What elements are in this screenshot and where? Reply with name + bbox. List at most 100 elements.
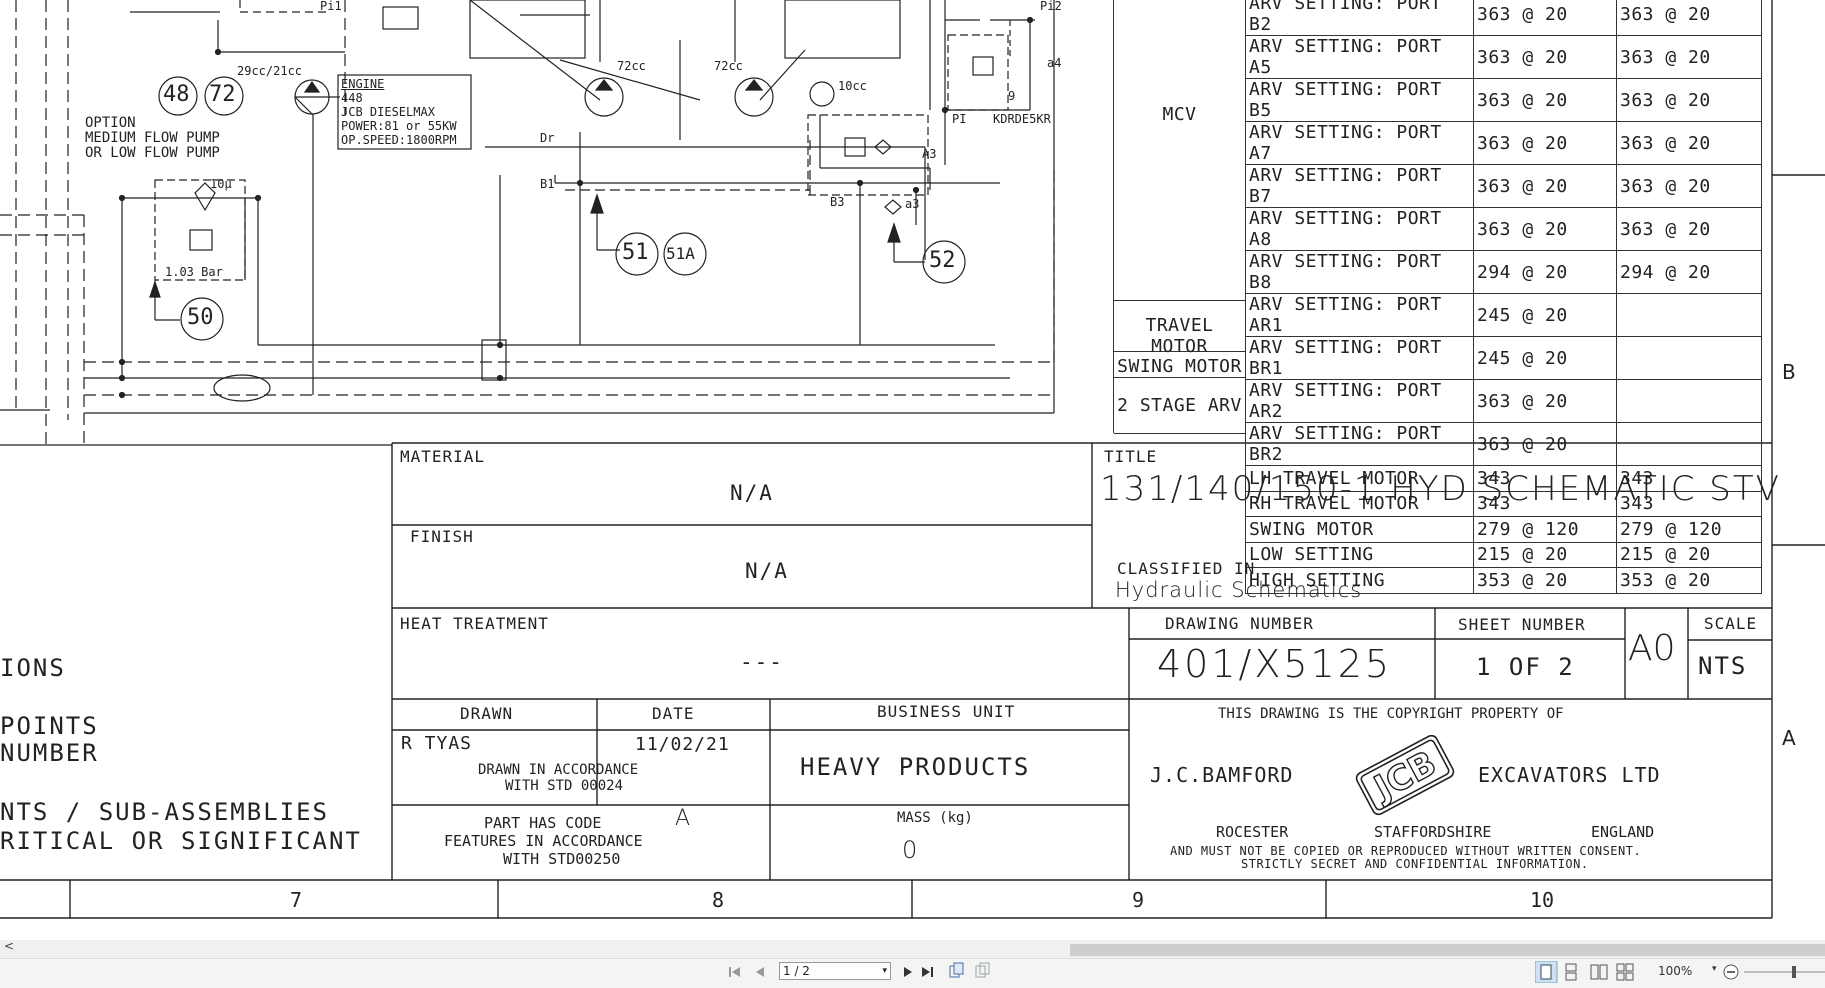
balloon-50: 50 (187, 305, 214, 330)
drawing-sheet: Pi1 Pi2 a4 9 PI KDRDE5KR 29cc/21cc 72cc … (0, 0, 1825, 920)
option-note-line2: MEDIUM FLOW PUMP (85, 130, 220, 146)
arv-row-description: ARV SETTING: PORT B5 (1245, 78, 1474, 122)
scale-value: NTS (1698, 652, 1748, 680)
left-note-line2: POINTS (0, 712, 99, 740)
zoom-slider-handle[interactable] (1792, 966, 1796, 978)
first-page-icon[interactable] (729, 967, 740, 977)
title-label: TITLE (1104, 447, 1158, 466)
finish-value: N/A (745, 559, 789, 583)
grid-col-8: 8 (712, 888, 725, 912)
arv-row-value-1: 363 @ 20 (1473, 121, 1617, 165)
arv-row-description: SWING MOTOR (1245, 516, 1474, 543)
view-mode-icons (1535, 961, 1634, 983)
accordance-line1: DRAWN IN ACCORDANCE (478, 762, 639, 778)
arv-row-value-1: 245 @ 20 (1473, 336, 1617, 380)
zoom-level[interactable]: 100% (1658, 964, 1693, 978)
b1-port-label: B1 (540, 177, 555, 191)
location-town: ROCESTER (1216, 823, 1289, 841)
arv-row-description: ARV SETTING: PORT B8 (1245, 250, 1474, 294)
option-note-line3: OR LOW FLOW PUMP (85, 145, 220, 161)
zoom-dropdown-icon[interactable]: ▾ (1712, 964, 1717, 974)
engine-box-title: ENGINE (341, 77, 385, 91)
arv-row-value-2: 294 @ 20 (1616, 250, 1762, 294)
prev-page-icon[interactable] (756, 967, 764, 977)
next-page-icon[interactable] (904, 967, 912, 977)
arv-row-description: HIGH SETTING (1245, 567, 1474, 594)
jcb-logo: JCB (1350, 730, 1460, 820)
page-number-input[interactable]: 1 / 2 ▾ (779, 962, 891, 980)
horizontal-scrollbar-thumb[interactable] (1070, 944, 1825, 956)
arv-row-value-2: 363 @ 20 (1616, 164, 1762, 208)
balloon-48: 48 (163, 82, 190, 107)
arv-row-description: ARV SETTING: PORT A8 (1245, 207, 1474, 251)
kdrde-label: KDRDE5KR (993, 112, 1051, 126)
page-dropdown-icon[interactable]: ▾ (882, 966, 887, 976)
engine-box-line3: POWER:81 or 55KW (341, 119, 457, 133)
facing-continuous-icon[interactable] (1616, 963, 1634, 981)
arv-row-value-2: 363 @ 20 (1616, 207, 1762, 251)
arv-row-value-2: 343 (1616, 465, 1762, 492)
zoom-out-icon[interactable] (1723, 964, 1739, 980)
arv-row-description: LOW SETTING (1245, 541, 1474, 568)
grid-row-b: B (1782, 360, 1796, 384)
displacement-label-72a: 72cc (617, 59, 646, 73)
engine-box-line4: OP.SPEED:1800RPM (341, 133, 457, 147)
arv-row-description: ARV SETTING: PORT B2 (1245, 0, 1474, 36)
arv-row-value-2: 363 @ 20 (1616, 78, 1762, 122)
company-name-left: J.C.BAMFORD (1150, 763, 1294, 787)
material-label: MATERIAL (400, 447, 486, 466)
grid-col-10: 10 (1530, 888, 1555, 912)
arv-row-description: ARV SETTING: PORT AR2 (1245, 379, 1474, 423)
engine-box-line2: JCB DIESELMAX (341, 105, 435, 119)
pi2-label: Pi2 (1040, 0, 1062, 13)
arv-row-value-2: 353 @ 20 (1616, 567, 1762, 594)
continuous-view-icon[interactable] (1565, 963, 1577, 981)
arv-row-description: ARV SETTING: PORT A5 (1245, 35, 1474, 79)
material-value: N/A (730, 481, 774, 505)
arv-row-value-2 (1616, 336, 1762, 380)
arv-row-value-1: 363 @ 20 (1473, 422, 1617, 466)
scale-label: SCALE (1704, 614, 1758, 633)
pi-label: PI (952, 112, 967, 126)
last-page-icon[interactable] (922, 967, 933, 977)
part-code-value: A (675, 806, 691, 831)
drawing-title: 131/140/150-1 HYD SCHEMATIC STV (1100, 469, 1781, 509)
arv-row-value-1: 343 (1473, 465, 1617, 492)
paste-page-icon[interactable] (975, 962, 990, 978)
part-code-line2: FEATURES IN ACCORDANCE (444, 832, 643, 850)
facing-view-icon[interactable] (1590, 964, 1608, 980)
arv-row-description: ARV SETTING: PORT BR1 (1245, 336, 1474, 380)
pi1-label: Pi1 (320, 0, 342, 13)
arv-row-value-1: 363 @ 20 (1473, 164, 1617, 208)
copyright-line: THIS DRAWING IS THE COPYRIGHT PROPERTY O… (1218, 706, 1564, 722)
arv-row-value-2 (1616, 422, 1762, 466)
drawn-label: DRAWN (460, 704, 514, 723)
arv-row-value-1: 245 @ 20 (1473, 293, 1617, 337)
arv-row-description: ARV SETTING: PORT B7 (1245, 164, 1474, 208)
arv-row-value-1: 363 @ 20 (1473, 207, 1617, 251)
arv-row-value-2: 215 @ 20 (1616, 541, 1762, 568)
classified-label: CLASSIFIED IN (1117, 559, 1256, 578)
page-number-value: 1 / 2 (783, 964, 810, 978)
single-page-view-icon[interactable] (1535, 961, 1558, 983)
grid-col-7: 7 (290, 888, 303, 912)
copy-page-icon[interactable] (949, 962, 964, 978)
scroll-left-button[interactable]: < (4, 939, 15, 953)
arv-group-column (1113, 0, 1246, 434)
mass-label: MASS (kg) (897, 810, 973, 826)
left-note-line1: IONS (0, 654, 66, 682)
a4-label: a4 (1047, 56, 1062, 70)
part-code-line1: PART HAS CODE (484, 814, 602, 832)
mass-value: 0 (902, 836, 918, 864)
zoom-controls (1723, 964, 1825, 980)
grid-row-a: A (1782, 726, 1796, 750)
swing-motor-group-label: SWING MOTOR (1117, 356, 1242, 377)
legal-notice-line2: STRICTLY SECRET AND CONFIDENTIAL INFORMA… (1241, 857, 1589, 871)
